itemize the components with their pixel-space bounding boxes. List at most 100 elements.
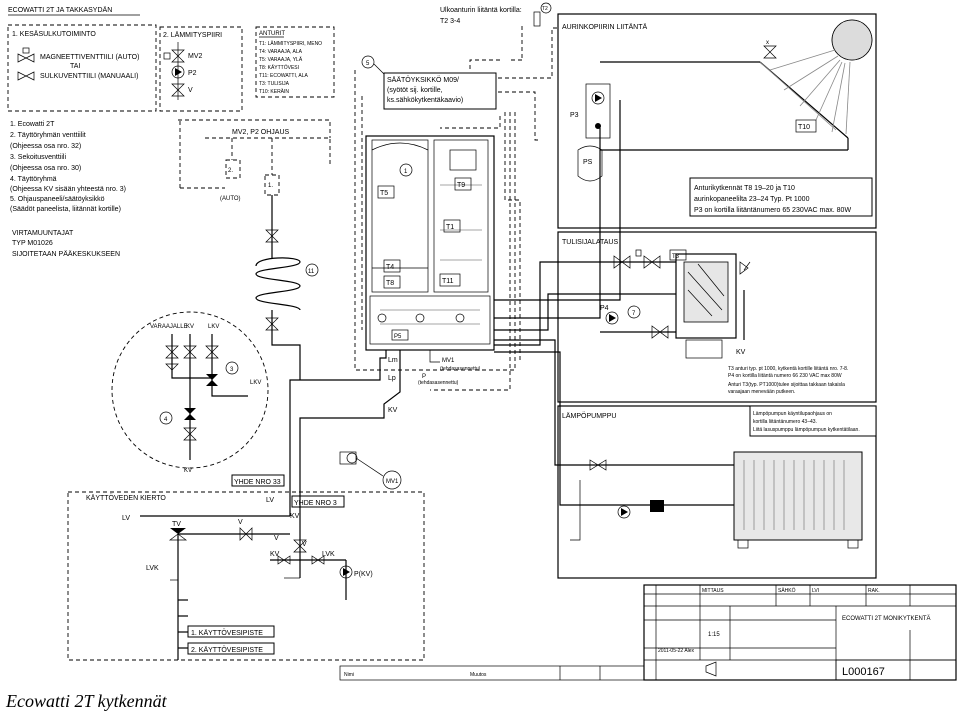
- revision-name: Muutos: [470, 672, 487, 678]
- heatpump-note-line: kortilla liitäntänumero 43–43.: [753, 419, 817, 425]
- heatpump-unit: [733, 451, 863, 549]
- auto-label: (AUTO): [220, 196, 241, 202]
- sensor-t11-tag: T11: [442, 278, 454, 285]
- pump-p4-label: P4: [600, 305, 609, 312]
- list-item: 1. Ecowatti 2T: [10, 121, 55, 128]
- control-unit-line-1: SÄÄTÖYKSIKKÖ M09/: [387, 76, 459, 84]
- titleblock-cell: MITTAUS: [702, 588, 724, 594]
- heatpump-pump-icon: [617, 505, 631, 519]
- yhde33-tag: [231, 474, 285, 487]
- detail-kv-top-label: KV: [186, 324, 194, 330]
- fireplace-valves-icon: [613, 249, 661, 269]
- t2-tag: T2: [542, 6, 548, 12]
- list-item: (Ohjeessa KV sisään yhteestä nro. 3): [10, 186, 126, 193]
- list-item: (Ohjeessa osa nro. 30): [10, 165, 81, 172]
- control-unit-tag-number: 5: [366, 61, 370, 67]
- solar-circuit-title: AURINKOPIIRIN LIITÄNTÄ: [562, 23, 648, 31]
- dhw-v2-label: V: [274, 535, 279, 542]
- fireplace-note: T3 anturi typ. pt 1000, kytkentä kortill…: [728, 366, 848, 395]
- auto-valve-box: [225, 159, 241, 179]
- mv2-valve-icon: [163, 49, 185, 63]
- heatpump-title: LÄMPÖPUMPPU: [562, 412, 616, 420]
- manual-valve-box: [264, 174, 280, 196]
- sensor-t8-tag: T8: [386, 280, 394, 287]
- lp-label: Lp: [388, 375, 396, 382]
- list-item: (Ohjeessa osa nro. 32): [10, 143, 81, 150]
- list-item: 3. Sekoitusventtiili: [10, 154, 66, 161]
- solar-note-line-1: Anturikytkennät T8 19–20 ja T10: [694, 185, 795, 192]
- titleblock-project: ECOWATTI 2T MONIKYTKENTÄ: [842, 615, 931, 622]
- sensor-t1-tag: T1: [446, 224, 454, 231]
- control-unit-box: [383, 72, 497, 110]
- pump-p3-label: P3: [570, 112, 579, 119]
- power-line-2: TYP M01026: [12, 240, 53, 247]
- item-list: 1. Ecowatti 2T 2. Täyttöryhmän venttiili…: [10, 121, 126, 213]
- coil-item-11: 11: [308, 269, 315, 275]
- dhw-pump-label: P(KV): [354, 571, 373, 578]
- detail-varaajalle-label: VARAAJALLE: [150, 324, 188, 330]
- solar-collector: [759, 19, 873, 139]
- list-item: (Säädöt paneelista, liitännät kortille): [10, 206, 121, 213]
- or-label: TAI: [70, 63, 80, 70]
- heatpump-filter-icon: [650, 500, 664, 512]
- solar-note-line-3: P3 on kortilla liitäntänumero 65 230VAC …: [694, 207, 851, 214]
- yhde3-tag: [291, 495, 345, 508]
- lm-label: Lm: [388, 357, 398, 364]
- list-item: 4. Täyttöryhmä: [10, 176, 57, 183]
- v-valve-icon: [171, 83, 185, 97]
- control-unit-tag: [361, 55, 375, 69]
- titleblock-cell: RAK.: [868, 588, 880, 594]
- mv1-tag: MV1: [386, 479, 399, 485]
- mixing-valve-icon: [206, 374, 218, 386]
- heating-circuit-title: 2. LÄMMITYSPIIRI: [163, 31, 222, 39]
- titleblock-date: 2011-05-22 Alex: [658, 648, 695, 654]
- sensor-t9-tag: T9: [457, 182, 465, 189]
- tank-item-1: 1: [404, 169, 408, 175]
- solar-pump-station: [585, 83, 611, 139]
- fireplace-unit: [675, 253, 737, 359]
- fireplace-title: TULISIJALATAUS: [562, 239, 618, 246]
- power-line-1: VIRTAMUUNTAJAT: [12, 230, 74, 237]
- fireplace-note-line: T3 anturi typ. pt 1000, kytkentä kortill…: [728, 366, 848, 372]
- titleblock-cell: SÄHKÖ: [778, 587, 796, 594]
- dhw-v3-label: V: [302, 541, 307, 548]
- dhw-v1-label: V: [238, 519, 243, 526]
- control-unit-line-2: (syötöt sij. kortille,: [387, 87, 443, 94]
- revision-name-label: Nimi: [344, 672, 354, 678]
- closing-valve-label: SULKUVENTTIILI (MANUAALI): [40, 73, 138, 80]
- dhw-lvk-label: LVK: [322, 551, 335, 558]
- titleblock-scale: 1:15: [708, 632, 720, 638]
- manual-valve-number: 1.: [268, 183, 273, 189]
- solar-note-box: [689, 177, 873, 217]
- fireplace-box: [557, 231, 877, 403]
- tv-label: TV: [172, 521, 181, 528]
- detail-lkv2-label: LKV: [250, 380, 261, 386]
- dhw-point-1-label: 1. KÄYTTÖVESIPISTE: [191, 629, 263, 637]
- ecowatti-tank: 1 T5 T4 T8 T1 T9 T11 P5: [365, 135, 495, 351]
- control-panel-icon: [449, 149, 477, 171]
- svg-text:x: x: [766, 40, 769, 46]
- outdoor-sensor-terminal: T2 3-4: [440, 18, 460, 25]
- sensors-box: [255, 26, 335, 98]
- solar-note-line-2: aurinkopaneelilta 23–24 Typ. Pt 1000: [694, 196, 810, 203]
- t2-sensor-symbol: T2: [533, 2, 552, 27]
- p2-label: P2: [188, 70, 197, 77]
- mv2-label: MV2: [188, 53, 203, 60]
- outdoor-sensor-label: Ulkoanturin liitäntä kortilla:: [440, 7, 522, 14]
- tank-kv-label: KV: [388, 407, 398, 414]
- control-unit-line-3: ks.sähkökytkentäkaavio): [387, 97, 463, 104]
- heatpump-box: [557, 405, 877, 579]
- wiring-diagram: ECOWATTI 2T JA TAKKASYDÄN Ulkoanturin li…: [7, 2, 957, 681]
- heatpump-note-line: Lämpöpumpun käyntilupaohjaus on: [753, 411, 832, 417]
- expansion-vessel: PS: [577, 145, 603, 182]
- sensor-t11: T11: ECOWATTI, ALA: [259, 73, 308, 79]
- summer-function-title: 1. KESÄSULKUTOIMINTO: [12, 30, 96, 38]
- mv1-valve-icon: [339, 451, 358, 465]
- heating-circuit-box: [159, 26, 243, 112]
- expansion-vessel-label: PS: [583, 159, 593, 166]
- dhw-lv-upper-label: LV: [266, 497, 274, 504]
- fireplace-item-7: 7: [632, 311, 636, 317]
- power-line-3: SIJOITETAAN PÄÄKESKUKSEEN: [12, 250, 120, 258]
- yhde33-label: YHDE NRO 33: [234, 479, 281, 486]
- dhw-lvk2-label: LVK: [146, 565, 159, 572]
